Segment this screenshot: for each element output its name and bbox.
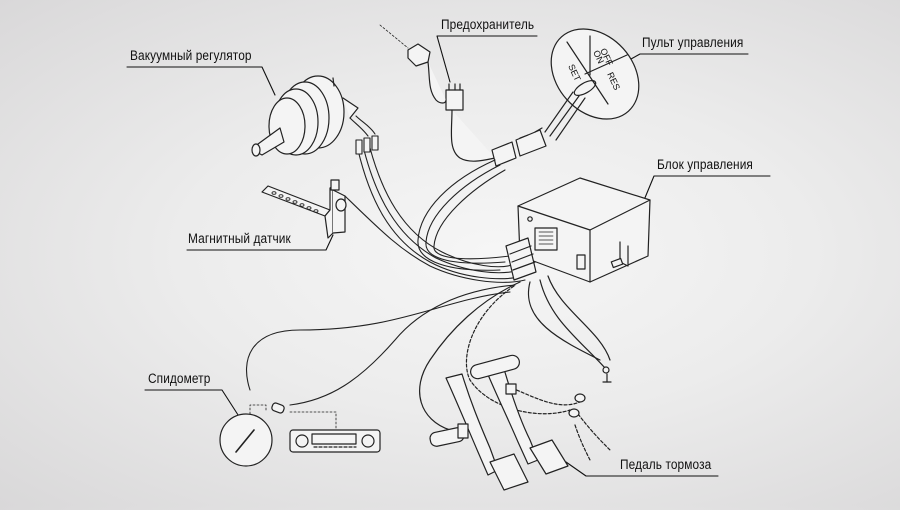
- pedals-drawing: [429, 354, 569, 491]
- control-unit-drawing: [517, 177, 651, 283]
- label-magnetic-sensor: Магнитный датчик: [188, 231, 291, 246]
- control-unit-pins: [538, 231, 554, 245]
- label-speedometer: Спидометр: [148, 371, 211, 386]
- harness-plug-drawing: [505, 237, 537, 281]
- radio-drawing: [289, 411, 381, 453]
- wiring-harness: [246, 115, 526, 406]
- label-control-panel: Пульт управления: [642, 35, 744, 50]
- harness-connector-drawing: [491, 127, 547, 167]
- callout-vacuum-regulator: [126, 66, 276, 96]
- callout-control-unit: [641, 175, 771, 206]
- callout-lines: [126, 35, 771, 477]
- vacuum-regulator-drawing: [251, 75, 359, 157]
- callout-control-panel: [619, 53, 749, 66]
- magnetic-sensor-drawing: [261, 179, 347, 239]
- callout-speedometer: [144, 389, 241, 419]
- fuse-drawing: [379, 24, 496, 162]
- callout-brake-pedal: [565, 461, 719, 477]
- label-fuse: Предохранитель: [441, 17, 535, 32]
- control-panel-drawing: [544, 28, 640, 141]
- label-control-unit: Блок управления: [657, 157, 753, 172]
- label-vacuum-regulator: Вакуумный регулятор: [130, 48, 252, 63]
- sensor-holes: [271, 191, 319, 213]
- callout-magnetic-sensor: [186, 234, 334, 251]
- speedometer-drawing: [219, 402, 285, 467]
- callout-fuse: [436, 35, 538, 83]
- pedal-wiring: [419, 275, 612, 461]
- label-brake-pedal: Педаль тормоза: [620, 457, 712, 472]
